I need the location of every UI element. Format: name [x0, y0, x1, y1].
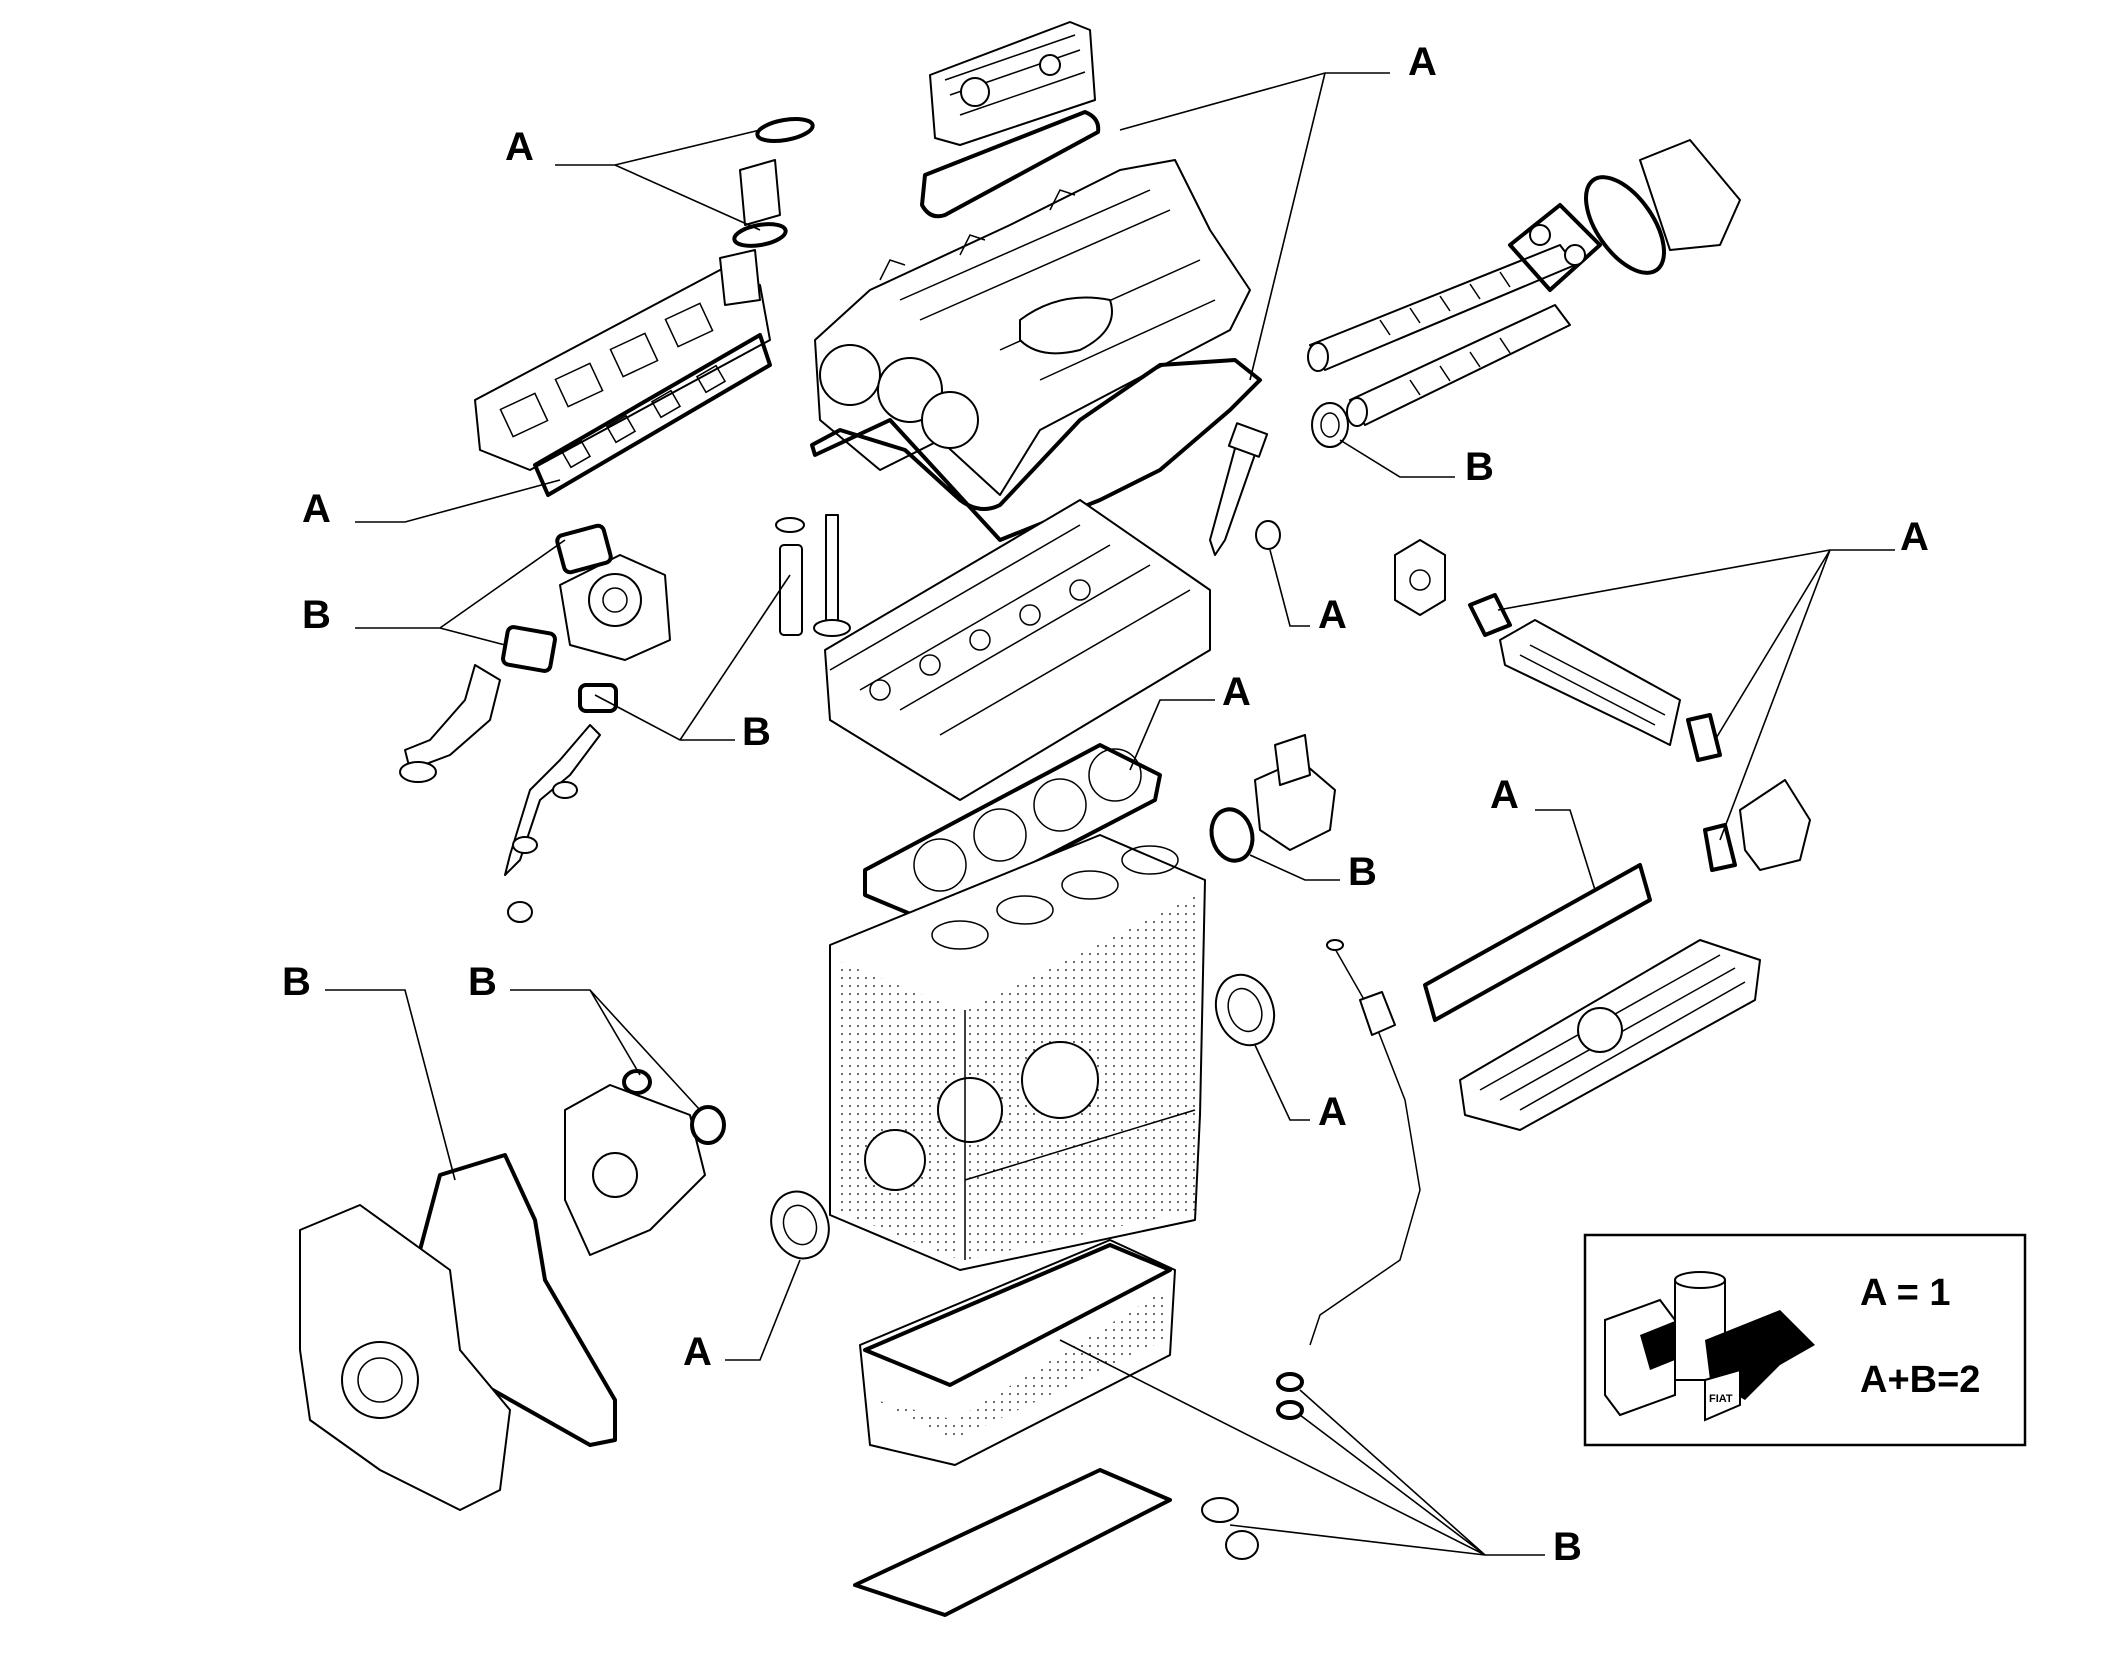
- turbo-flange-gasket: [501, 523, 613, 673]
- intake-flange-gaskets: [719, 117, 815, 306]
- carrier-gasket: [810, 358, 1262, 542]
- front-cover: [299, 1204, 511, 1511]
- callout-b-camshaft-seal: B: [1465, 445, 1494, 489]
- head-gasket: [863, 743, 1162, 922]
- callout-labels: A A A B B B A A A A B B B A A B: [282, 40, 1929, 1569]
- callout-a-head-gasket: A: [1222, 670, 1251, 714]
- glow-plug-seal: [1255, 520, 1281, 550]
- cylinder-head: [824, 499, 1211, 801]
- egr-gaskets: [1468, 593, 1737, 872]
- coolant-outlet: [1739, 779, 1811, 871]
- valve: [813, 514, 851, 637]
- turbocharger: [559, 554, 671, 661]
- dipstick-tube: [1309, 939, 1421, 1346]
- timing-gear: [1508, 203, 1602, 292]
- dipstick-seals: [1276, 1372, 1304, 1420]
- plenum-gasket: [1423, 863, 1652, 1022]
- oil-feed-pipe: [504, 683, 618, 923]
- thermostat-housing: [1254, 734, 1336, 851]
- rear-crank-seal: [1214, 973, 1276, 1047]
- leader-lines: [325, 72, 1895, 1556]
- callout-b-front-cover: B: [282, 960, 311, 1004]
- front-crank-seal: [770, 1190, 830, 1260]
- camshaft-seal: [1311, 402, 1349, 448]
- valve-guide: [775, 517, 805, 636]
- legend-box: FIAT A = 1 A+B=2: [1583, 1233, 2027, 1447]
- egr-valve: [1394, 539, 1446, 616]
- oil-sump-lower-gasket: [853, 1468, 1172, 1617]
- callout-b-thermostat: B: [1348, 850, 1377, 894]
- callout-a-egr: A: [1900, 515, 1929, 559]
- cover-gasket: [920, 110, 1101, 219]
- callout-a-plenum-gasket: A: [1490, 773, 1519, 817]
- sump-drain-seal: [1201, 1497, 1259, 1560]
- callout-a-valve-cover: A: [1408, 40, 1437, 84]
- callout-b-water-pump: B: [468, 960, 497, 1004]
- intake-plenum: [1459, 939, 1761, 1131]
- oil-sump-upper: [859, 1239, 1176, 1466]
- camshaft-exhaust: [1307, 244, 1576, 372]
- timing-cover-gasket: [1583, 139, 1741, 275]
- logo-text: FIAT: [1709, 1393, 1733, 1405]
- oil-filter-kit-icon: FIAT: [1604, 1271, 1815, 1422]
- cylinder-head-cover: [929, 21, 1096, 146]
- callout-a-intake-flange: A: [505, 125, 534, 169]
- water-pump: [564, 1084, 706, 1256]
- egr-cooler: [1499, 619, 1681, 746]
- callout-a-injector: A: [1318, 593, 1347, 637]
- callout-a-front-crank-seal: A: [683, 1330, 712, 1374]
- callout-b-turbo: B: [302, 593, 331, 637]
- camshaft-carrier: [814, 159, 1251, 496]
- thermostat-seal: [1209, 807, 1255, 863]
- intake-manifold: [474, 269, 771, 471]
- legend-line-a: A = 1: [1860, 1272, 1950, 1314]
- camshaft-intake: [1346, 304, 1571, 427]
- engine-block: [829, 834, 1206, 1271]
- callout-b-valve: B: [742, 710, 771, 754]
- callout-b-sump: B: [1553, 1525, 1582, 1569]
- callout-a-rear-crank-seal: A: [1318, 1090, 1347, 1134]
- callout-a-intake-manifold: A: [302, 487, 331, 531]
- legend-line-ab: A+B=2: [1860, 1359, 1980, 1401]
- injector: [1209, 422, 1269, 556]
- oil-return-pipe: [399, 664, 501, 783]
